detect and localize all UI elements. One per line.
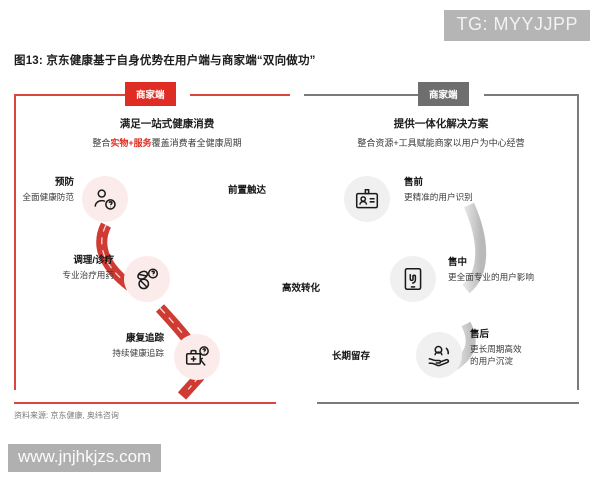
label-right-2: 售中 更全面专业的用户影响 [448, 254, 600, 284]
badge-right-merchant: 商家端 [418, 82, 469, 106]
label-left-3: 康复追踪 持续健康追踪 [52, 330, 164, 360]
hand-user-icon [428, 345, 450, 367]
bottom-border-red [14, 402, 276, 404]
right-headline: 提供一体化解决方案 [393, 118, 489, 130]
badge-left-merchant: 商家端 [125, 82, 176, 106]
node-left-3[interactable] [174, 334, 220, 380]
label-left-3-desc: 持续健康追踪 [112, 348, 164, 358]
label-left-3-title: 康复追踪 [125, 333, 164, 344]
label-right-3-desc-2: 的用户沉淀 [470, 355, 513, 366]
figure-title: 图13: 京东健康基于自身优势在用户端与商家端“双向做功” [14, 55, 316, 67]
left-border-red [14, 94, 16, 390]
node-right-2[interactable] [390, 256, 436, 302]
connector-label-1: 前置触达 [228, 185, 267, 196]
watermark-bottom-left: www.jnjhkjzs.com [8, 444, 162, 472]
label-right-2-desc: 更全面专业的用户影响 [448, 272, 534, 282]
label-right-1-title: 售前 [404, 177, 424, 188]
left-headline-block: 满足一站式健康消费 整合实物+服务覆盖消费者全健康周期 [32, 116, 302, 149]
label-right-1-desc: 更精准的用户识别 [404, 192, 473, 202]
figure-source: 资料来源: 京东健康, 奥纬咨询 [14, 411, 119, 420]
label-left-1-desc: 全面健康防范 [22, 192, 74, 202]
pills-question-icon [137, 268, 159, 290]
label-left-1: 预防 全面健康防范 [14, 174, 74, 204]
node-left-1[interactable] [82, 176, 128, 222]
bottom-border-grey [317, 402, 579, 404]
right-headline-block: 提供一体化解决方案 整合资源+工具赋能商家以用户为中心经营 [306, 116, 576, 149]
left-subline-post: 覆盖消费者全健康周期 [151, 138, 242, 148]
right-subline: 整合资源+工具赋能商家以用户为中心经营 [357, 138, 525, 148]
connector-label-2: 高效转化 [282, 283, 321, 294]
label-right-1: 售前 更精准的用户识别 [404, 174, 554, 204]
watermark-top-right: TG: MYYJJPP [444, 10, 590, 41]
label-right-3-title: 售后 [470, 329, 490, 340]
top-rail-red-right [190, 94, 290, 96]
label-right-2-title: 售中 [448, 257, 468, 268]
tablet-hand-icon [404, 267, 422, 291]
left-headline: 满足一站式健康消费 [119, 118, 215, 130]
top-rail-grey-left [304, 94, 418, 96]
left-subline-hi1: 实物 [110, 138, 129, 148]
label-left-1-title: 预防 [54, 177, 74, 188]
medkit-question-icon [185, 346, 209, 366]
label-right-3-desc-1: 更长周期高效 [470, 344, 522, 354]
label-left-2-title: 调理/诊疗 [73, 255, 114, 266]
node-right-1[interactable] [344, 176, 390, 222]
label-left-2: 调理/诊疗 专业治疗用药 [10, 252, 114, 282]
left-subline: 整合实物+服务覆盖消费者全健康周期 [32, 136, 302, 149]
id-card-icon [355, 189, 379, 209]
left-subline-hi2: 服务 [133, 138, 152, 148]
node-right-3[interactable] [416, 332, 462, 378]
user-question-icon [94, 189, 116, 210]
top-rail-red-left [14, 94, 125, 96]
diagram-frame: 商家端 商家端 满足一站式健康消费 整合实物+服务覆盖消费者全健康周期 提供一体… [14, 82, 579, 404]
left-subline-pre: 整合 [92, 138, 111, 148]
label-left-2-desc: 专业治疗用药 [62, 270, 114, 280]
right-border-grey [577, 94, 579, 390]
top-rail-grey-right [484, 94, 579, 96]
left-subline-mid: + [128, 138, 134, 148]
node-left-2[interactable] [124, 256, 170, 302]
connector-label-3: 长期留存 [332, 351, 371, 362]
label-right-3: 售后 更长周期高效 的用户沉淀 [470, 326, 600, 367]
